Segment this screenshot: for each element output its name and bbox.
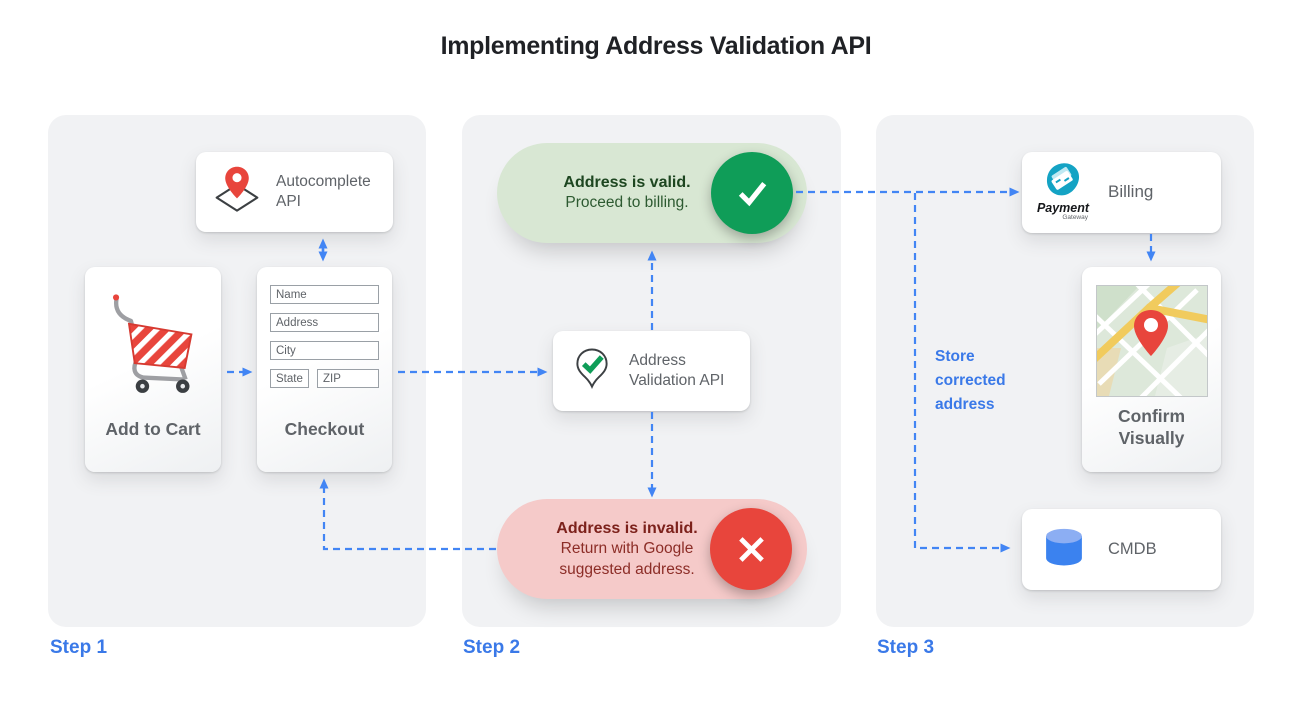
- map-pin-check-icon: [568, 345, 616, 398]
- autocomplete-api-card: Autocomplete API: [196, 152, 393, 232]
- step-1-label: Step 1: [50, 637, 108, 658]
- invalid-subtitle: Return with Google suggested address.: [559, 540, 695, 578]
- step-2-panel: Address is valid. Proceed to billing. Ad…: [462, 115, 841, 627]
- add-to-cart-label: Add to Cart: [105, 419, 201, 439]
- confirm-visually-label: Confirm Visually: [1117, 405, 1186, 449]
- zip-field: ZIP: [317, 369, 379, 388]
- shopping-cart-icon: [105, 289, 201, 402]
- address-validation-api-label: Address Validation API: [629, 351, 725, 389]
- step-1-panel: Autocomplete API: [48, 115, 426, 627]
- map-pin-diamond-icon: [211, 165, 263, 219]
- confirm-visually-card: Confirm Visually: [1082, 267, 1221, 472]
- name-field: Name: [270, 285, 379, 304]
- checkout-label: Checkout: [284, 419, 365, 439]
- payment-gateway-logo: Payment Gateway: [1034, 162, 1092, 221]
- valid-title: Address is valid.: [563, 174, 691, 192]
- address-valid-pill: Address is valid. Proceed to billing.: [497, 143, 807, 243]
- address-field: Address: [270, 313, 379, 332]
- page-title: Implementing Address Validation API: [440, 32, 872, 60]
- cmdb-label: CMDB: [1108, 539, 1157, 558]
- address-validation-api-card: Address Validation API: [553, 331, 750, 411]
- step-2-label: Step 2: [463, 637, 521, 658]
- city-field: City: [270, 341, 379, 360]
- store-corrected-address-note: Store corrected address: [935, 348, 1006, 414]
- billing-card: Payment Gateway Billing: [1022, 152, 1221, 233]
- cmdb-card: CMDB: [1022, 509, 1221, 590]
- payment-logo-title: Payment: [1036, 201, 1090, 215]
- autocomplete-api-label: Autocomplete API: [276, 172, 371, 210]
- address-invalid-pill: Address is invalid. Return with Google s…: [497, 499, 807, 599]
- checkout-card: Name Address City State ZIP Checkout: [257, 267, 392, 472]
- valid-subtitle: Proceed to billing.: [565, 194, 689, 212]
- step-3-label: Step 3: [877, 637, 935, 658]
- check-icon: [711, 152, 793, 234]
- map-thumbnail: [1087, 276, 1215, 404]
- billing-label: Billing: [1108, 182, 1154, 202]
- step-3-panel: Payment Gateway Billing: [876, 115, 1254, 627]
- add-to-cart-card: Add to Cart: [85, 267, 221, 472]
- database-icon: [1040, 525, 1088, 576]
- payment-logo-subtitle: Gateway: [1062, 214, 1088, 221]
- state-field: State: [270, 369, 309, 388]
- x-icon: [710, 508, 792, 590]
- invalid-title: Address is invalid.: [556, 519, 698, 537]
